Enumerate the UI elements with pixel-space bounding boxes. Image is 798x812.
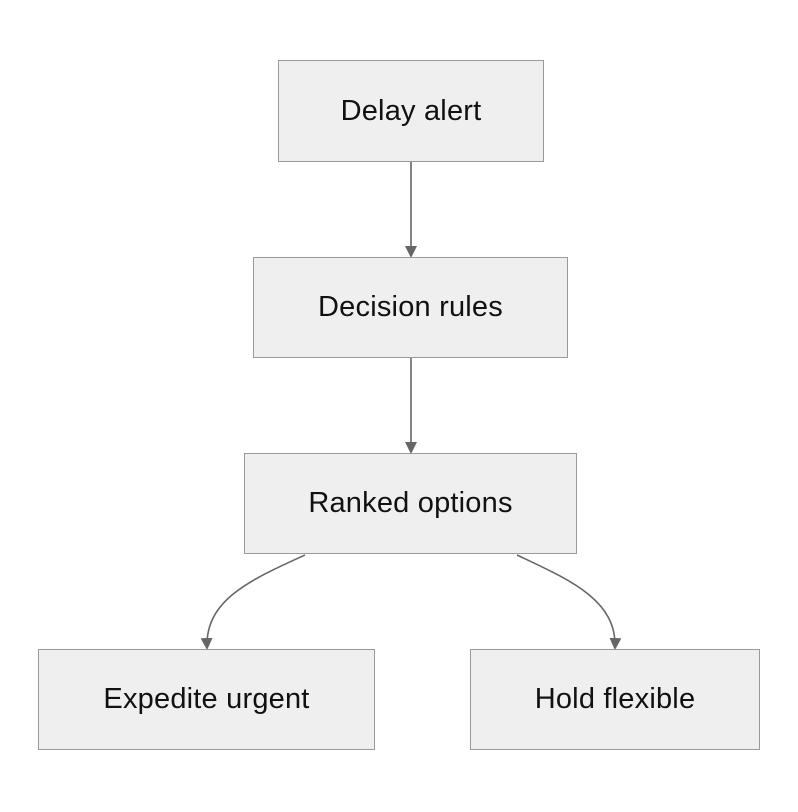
node-delay-alert: Delay alert (278, 60, 544, 162)
node-hold-flexible: Hold flexible (470, 649, 760, 750)
node-ranked-options: Ranked options (244, 453, 577, 554)
node-label: Hold flexible (534, 683, 696, 715)
node-decision-rules: Decision rules (253, 257, 568, 358)
node-label: Ranked options (308, 487, 513, 519)
node-expedite-urgent: Expedite urgent (38, 649, 375, 750)
node-label: Delay alert (340, 94, 482, 127)
edge-ranked-options-to-expedite-urgent (200, 554, 306, 650)
edge-ranked-options-to-hold-flexible (516, 554, 622, 650)
node-label: Expedite urgent (103, 683, 310, 715)
node-label: Decision rules (318, 291, 503, 323)
